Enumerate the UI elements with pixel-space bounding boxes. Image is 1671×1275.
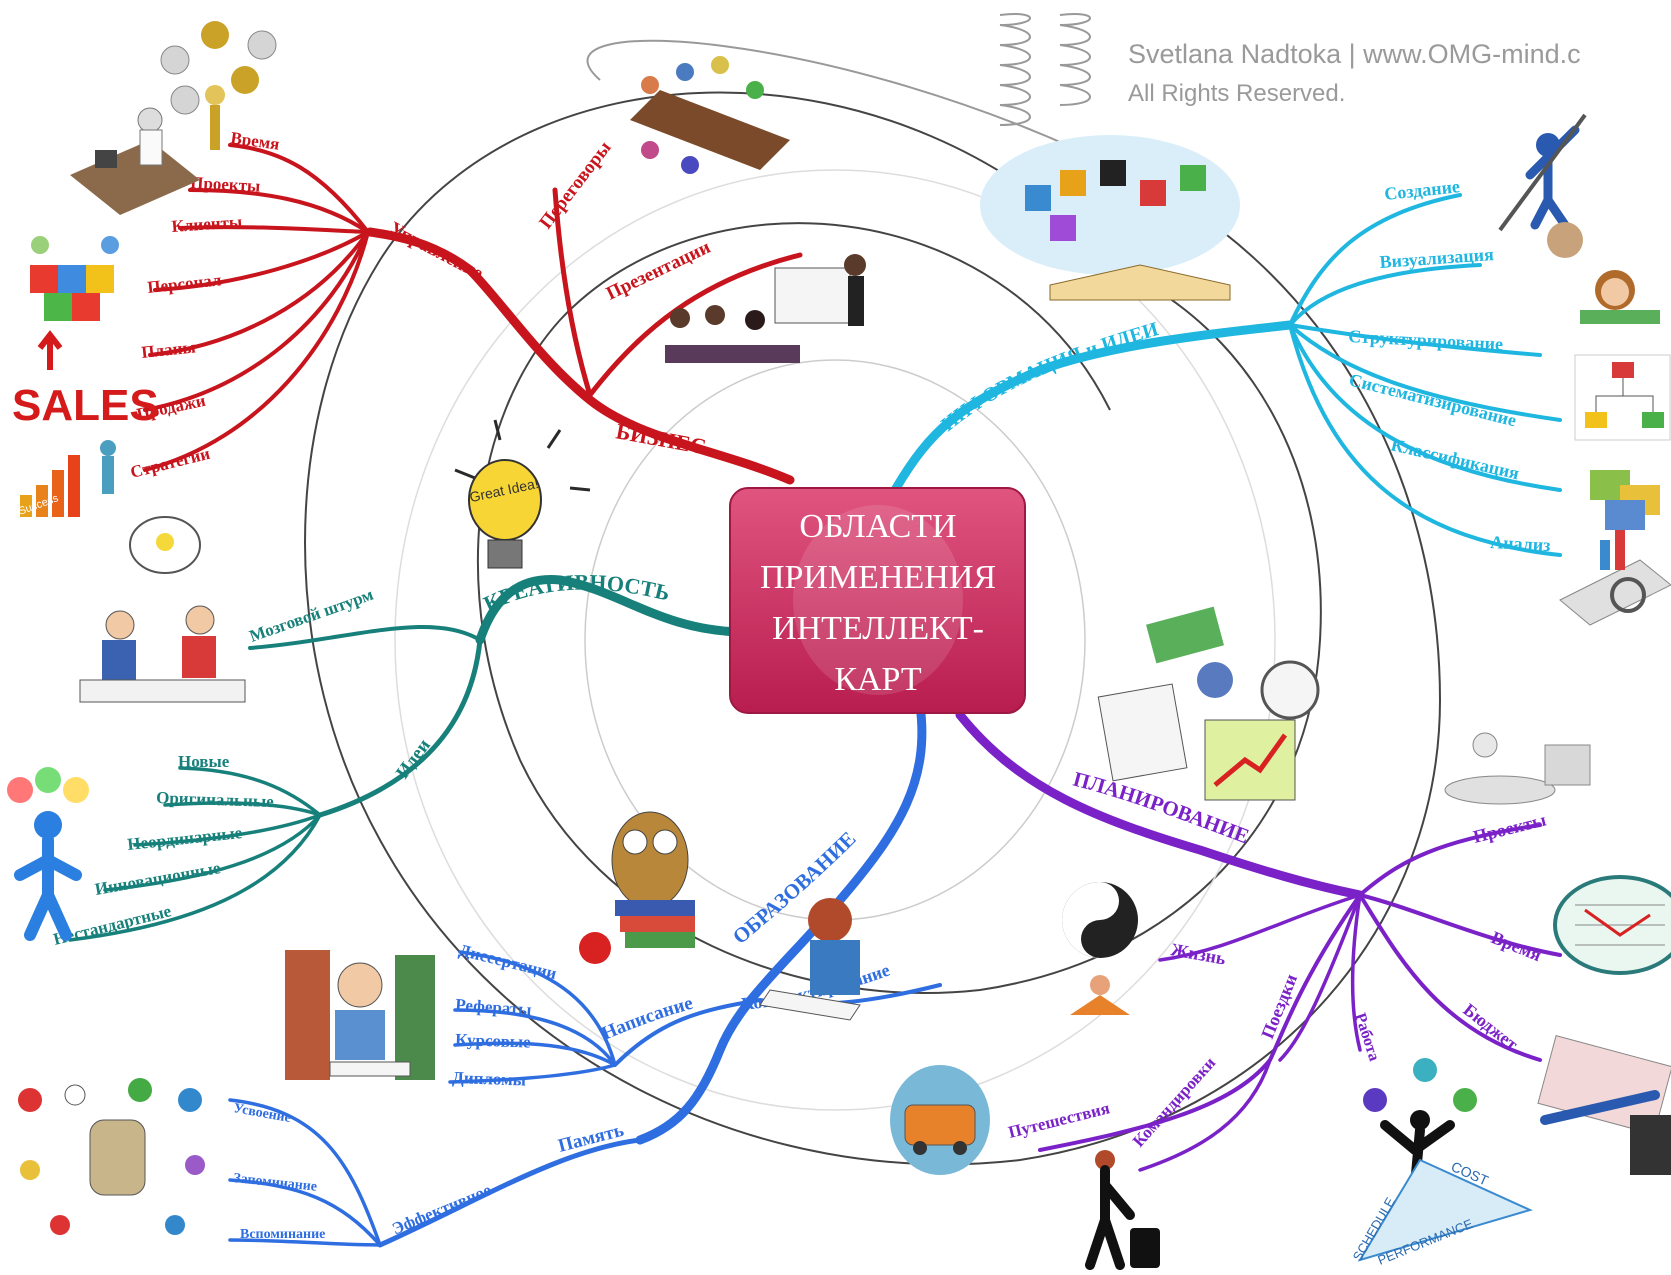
head-silhouette-icon xyxy=(793,505,963,695)
idea-item-innovative: Инновационные xyxy=(93,858,222,899)
business-label: БИЗНЕС xyxy=(614,418,708,459)
brain-logo-icon xyxy=(999,13,1091,126)
brainstorm-people-icon xyxy=(79,516,246,703)
watermark: Svetlana Nadtoka | www.OMG-mind.c All Ri… xyxy=(999,13,1581,126)
memory-item-recalling: Вспоминание xyxy=(240,1227,325,1242)
branch-education xyxy=(228,700,942,1248)
negotiation-table-icon xyxy=(630,56,790,174)
management-item-staff: Персонал xyxy=(146,270,222,297)
business-labels: БИЗНЕС Управление Переговоры Презентации… xyxy=(128,128,713,482)
planning-item-life: Жизнь xyxy=(1169,939,1227,968)
svg-text:SALES: SALES xyxy=(12,381,159,430)
success-chart-icon: Success xyxy=(17,440,116,518)
info-item-visual: Визуализация xyxy=(1379,244,1495,272)
laptop-figure-icon xyxy=(1444,732,1591,805)
planning-item-projects: Проекты xyxy=(1471,810,1548,847)
planning-calendar-icon xyxy=(1097,606,1320,801)
center-line-2: ПРИМЕНЕНИЯ xyxy=(760,559,996,596)
structure-diagram-icon xyxy=(1574,354,1671,441)
management-item-projects: Проекты xyxy=(190,173,261,196)
memory-item-memorizing: Запоминание xyxy=(233,1171,318,1195)
budget-calculator-icon xyxy=(1537,1035,1671,1175)
sales-sign-icon: SALES xyxy=(12,330,159,430)
info-label: ИНФОРМАЦИЯ и ИДЕИ xyxy=(937,318,1161,436)
idea-item-new: Новые xyxy=(178,752,230,771)
info-item-analysis: Анализ xyxy=(1490,532,1551,555)
owl-icon xyxy=(579,811,695,964)
time-gantt-icon xyxy=(1553,875,1671,975)
student-books-icon xyxy=(285,950,435,1080)
branch-business xyxy=(143,143,803,485)
branch-planning xyxy=(955,710,1562,1172)
yin-yang-meditation-icon xyxy=(1062,882,1138,1015)
great-idea-bulb-icon: Great Idea! xyxy=(454,419,591,569)
info-item-system: Систематизирование xyxy=(1347,369,1518,430)
branch-info xyxy=(890,193,1562,557)
management-item-strategies: Стратегии xyxy=(128,444,212,482)
office-worker-icon xyxy=(70,107,200,215)
creation-figure-icon xyxy=(1498,113,1587,232)
management-item-plans: Планы xyxy=(140,337,196,362)
visualization-icon xyxy=(1547,222,1660,324)
center-line-1: ОБЛАСТИ xyxy=(799,508,956,545)
analysis-chart-icon xyxy=(1559,530,1671,626)
presentation-meeting-icon xyxy=(665,254,866,363)
effective-label: Эффективное xyxy=(389,1180,494,1239)
trip-business: Командировки xyxy=(1129,1053,1220,1151)
center-line-3: ИНТЕЛЛЕКТ- xyxy=(772,610,984,647)
idea-item-extraordinary: Неординарные xyxy=(126,823,243,854)
center-node: ОБЛАСТИ ПРИМЕНЕНИЯ ИНТЕЛЛЕКТ- КАРТ xyxy=(729,487,1026,714)
writing-item-dissertations: Диссертации xyxy=(457,940,559,983)
info-item-structure: Структурирование xyxy=(1348,326,1504,354)
education-labels: ОБРАЗОВАНИЕ Написание Конспектирование П… xyxy=(232,827,892,1242)
memory-head-icon xyxy=(18,1078,205,1235)
writing-item-diplomas: Дипломы xyxy=(452,1068,526,1090)
business-traveler-icon xyxy=(1085,1150,1160,1270)
clocks-juggler-icon xyxy=(160,21,277,150)
people-figure-icon xyxy=(7,767,89,941)
info-item-classify: Классификация xyxy=(1389,434,1521,483)
travel-bus-icon xyxy=(890,1065,990,1175)
info-cloud-book-icon xyxy=(980,135,1240,301)
planning-item-time: Время xyxy=(1489,927,1545,965)
trip-travel: Путешествия xyxy=(1006,1098,1111,1142)
management-item-clients: Клиенты xyxy=(171,212,243,236)
writing-boy-icon xyxy=(759,898,861,1021)
idea-item-original: Оригинальные xyxy=(156,788,275,811)
negotiations-label: Переговоры xyxy=(535,137,615,233)
creativity-labels: КРЕАТИВНОСТЬ Мозговой штурм Идеи Новые О… xyxy=(51,569,672,948)
management-item-time: Время xyxy=(229,128,280,154)
watermark-rights: All Rights Reserved. xyxy=(1128,80,1345,107)
writing-item-coursework: Курсовые xyxy=(455,1030,532,1052)
watermark-author: Svetlana Nadtoka | www.OMG-mind.c xyxy=(1128,39,1581,69)
management-label: Управление xyxy=(386,218,487,285)
juggler-triangle-icon: SCHEDULE COST PERFORMANCE xyxy=(1350,1058,1533,1268)
info-item-create: Создание xyxy=(1383,176,1460,204)
puzzle-team-icon xyxy=(30,236,119,321)
branch-creativity xyxy=(68,575,745,942)
folders-icon xyxy=(1590,470,1660,530)
center-line-4: КАРТ xyxy=(834,661,922,698)
writing-item-essays: Рефераты xyxy=(455,995,532,1019)
